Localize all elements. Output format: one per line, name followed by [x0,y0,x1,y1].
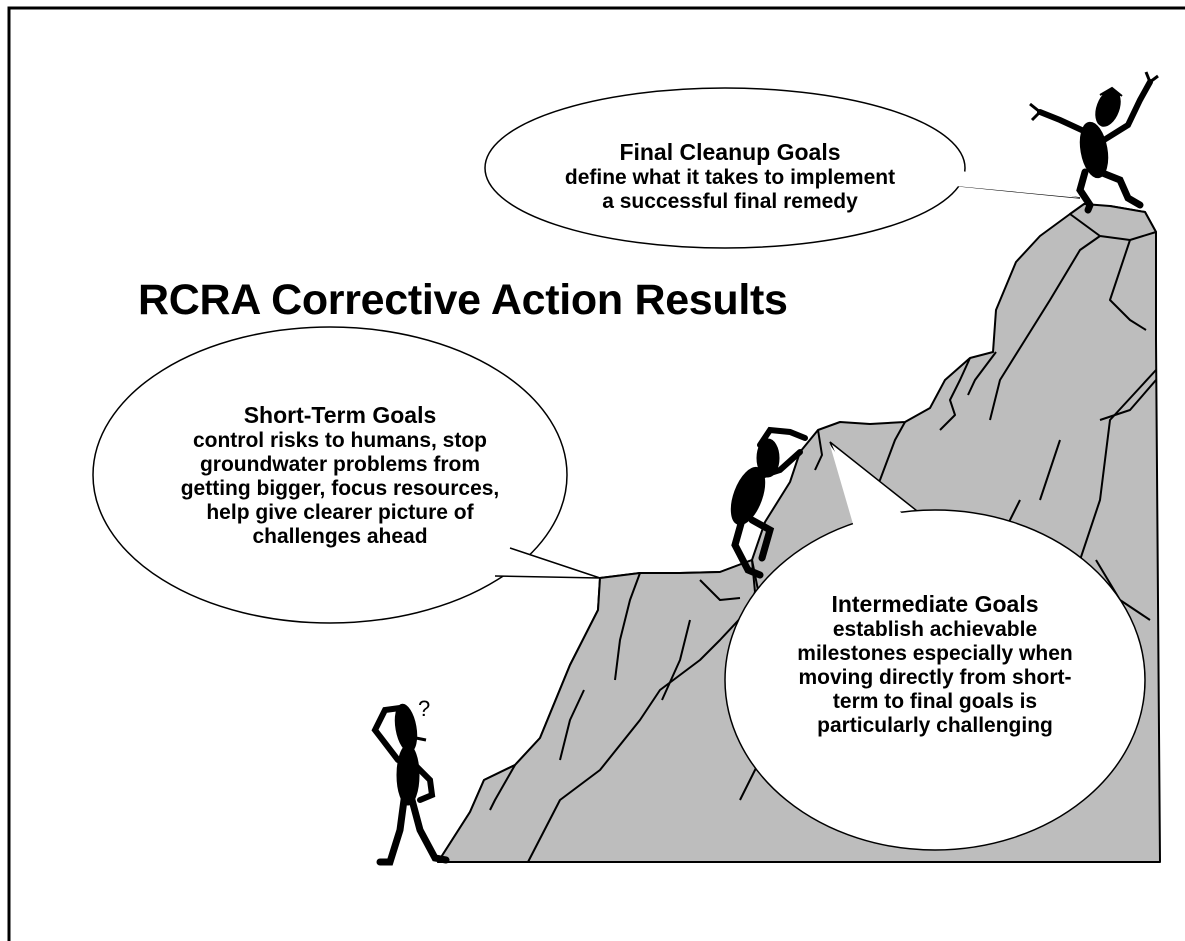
intermediate-goals-heading: Intermediate Goals [831,591,1039,617]
confused-question-mark: ? [418,696,430,721]
intermediate-goals-line: milestones especially when [797,642,1073,665]
short-term-goals-line: groundwater problems from [199,453,481,476]
intermediate-goals-line: term to final goals is [832,690,1038,713]
short-term-goals-heading: Short-Term Goals [243,402,437,428]
intermediate-goals-bubble [724,441,1146,851]
short-term-goals-text: Short-Term Goals control risks to humans… [120,401,560,549]
intermediate-goals-text: Intermediate Goals establish achievable … [735,590,1135,738]
final-goals-heading: Final Cleanup Goals [619,139,841,165]
page-border [7,6,1185,941]
page-title: RCRA Corrective Action Results [138,276,788,324]
intermediate-goals-line: establish achievable [832,618,1038,641]
short-term-goals-bubble [92,326,601,624]
final-goals-line: define what it takes to implement [564,166,896,189]
final-goals-bubble [484,87,1081,249]
final-goals-line: a successful final remedy [602,190,858,213]
climbing-figure-icon [730,426,808,579]
short-term-goals-line: getting bigger, focus resources, [180,477,500,500]
intermediate-goals-line: particularly challenging [817,714,1053,737]
short-term-goals-line: help give clearer picture of [206,501,474,524]
confused-figure-icon [371,703,450,866]
intermediate-goals-line: moving directly from short- [798,666,1072,689]
celebrating-figure-icon [1029,71,1159,214]
final-goals-text: Final Cleanup Goals define what it takes… [500,138,960,214]
short-term-goals-line: challenges ahead [252,525,428,548]
short-term-goals-line: control risks to humans, stop [192,429,488,452]
